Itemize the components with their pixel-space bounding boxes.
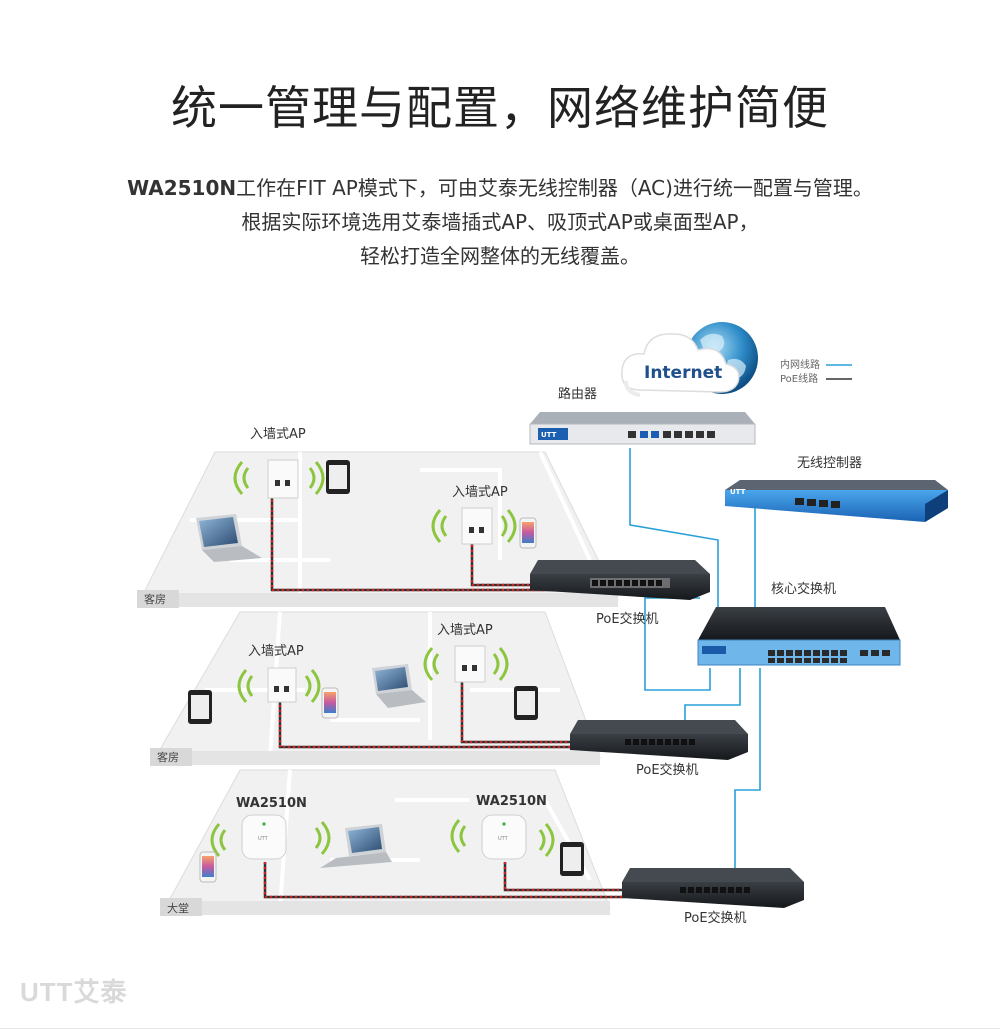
svg-text:PoE交换机: PoE交换机 [596,611,659,627]
intro-line-1-text: 工作在FIT AP模式下，可由艾泰无线控制器（AC)进行统一配置与管理。 [236,176,873,200]
laptop-icon [196,514,262,562]
wall-ap-floor-2-b: 入墙式AP [423,623,509,683]
brand-logo: UTT艾泰 [20,977,128,1007]
svg-text:UTT: UTT [541,431,557,439]
svg-text:客房: 客房 [144,592,166,606]
svg-text:UTT: UTT [498,836,509,842]
intro-line-3: 轻松打造全网整体的无线覆盖。 [360,244,640,268]
room-label-floor-3: 大堂 [160,898,202,916]
bottom-divider [0,1028,1000,1029]
intro-line-2: 根据实际环境选用艾泰墙插式AP、吸顶式AP或桌面型AP， [241,210,759,234]
router: 路由器 UTT [529,386,756,445]
svg-text:核心交换机: 核心交换机 [771,581,836,597]
svg-text:客房: 客房 [157,750,179,764]
svg-text:Internet: Internet [644,363,722,383]
laptop-icon [372,664,426,708]
svg-text:入墙式AP: 入墙式AP [248,644,304,659]
tablet-icon [326,460,350,494]
svg-text:WA2510N: WA2510N [236,796,307,811]
room-label-floor-1: 客房 [137,590,179,608]
svg-text:入墙式AP: 入墙式AP [452,485,508,500]
svg-text:入墙式AP: 入墙式AP [437,623,493,638]
svg-text:入墙式AP: 入墙式AP [250,427,306,442]
svg-text:PoE线路: PoE线路 [780,372,818,385]
svg-text:PoE交换机: PoE交换机 [684,910,747,926]
lan-lines [629,448,761,870]
wall-ap-floor-2-a: 入墙式AP [237,644,321,703]
product-name: WA2510N [127,176,237,200]
phone-icon [321,687,339,719]
phone-icon [519,517,537,549]
room-label-floor-2: 客房 [150,748,192,766]
wireless-controller: 无线控制器 UTT [725,456,948,522]
poe-switch-floor-1: PoE交换机 [530,560,710,627]
svg-text:无线控制器: 无线控制器 [797,456,862,471]
tablet-icon [188,690,212,724]
intro-line-1: WA2510N工作在FIT AP模式下，可由艾泰无线控制器（AC)进行统一配置与… [0,172,1000,201]
ceiling-ap-floor-3-b: WA2510N UTT [450,794,555,860]
poe-switch-floor-3: PoE交换机 [622,868,804,926]
laptop-icon [320,824,392,868]
svg-text:PoE交换机: PoE交换机 [636,762,699,778]
tablet-icon [560,842,584,876]
svg-text:内网线路: 内网线路 [780,358,820,371]
svg-text:路由器: 路由器 [558,386,597,402]
svg-text:UTT: UTT [258,836,269,842]
floor-1-plate [139,451,619,607]
tablet-icon [514,686,538,720]
page-title: 统一管理与配置，网络维护简便 [171,81,829,135]
ceiling-ap-floor-3-a: WA2510N UTT [210,796,331,860]
legend: 内网线路 PoE线路 [780,358,852,385]
phone-icon [199,851,217,883]
poe-switch-floor-2: PoE交换机 [570,720,748,778]
svg-text:WA2510N: WA2510N [476,794,547,809]
wall-ap-floor-1-b: 入墙式AP [431,485,517,545]
core-switch: 核心交换机 [697,581,901,666]
wall-ap-floor-1-a: 入墙式AP [233,427,325,499]
svg-text:UTT: UTT [730,488,746,496]
svg-text:大堂: 大堂 [167,901,189,915]
internet-cloud: Internet [621,333,740,397]
